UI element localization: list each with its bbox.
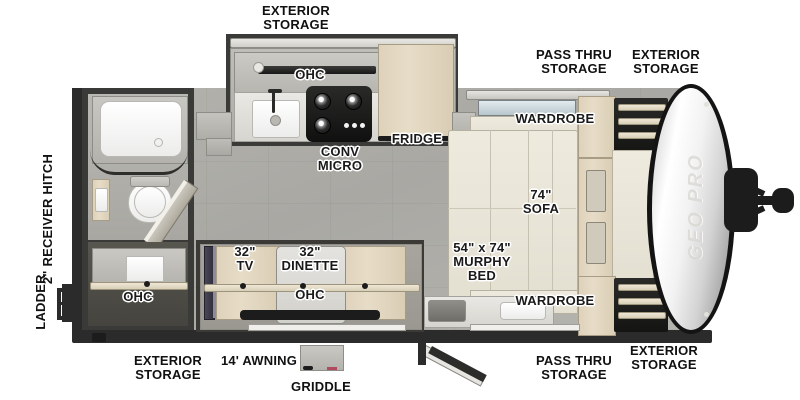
kitchen-slide-top-rail [230,38,456,48]
sink-faucet-head [268,89,282,93]
label-dinette: 32" DINETTE [281,244,339,274]
exterior-storage-bottom-right [578,276,616,336]
label-ohc-rear: OHC [123,289,153,304]
rear-cabinet-knob [144,281,150,287]
rear-overhead-cabinet [90,282,188,290]
shower-pan [100,101,182,157]
shower-curve-wall [90,150,188,175]
label-pass-thru-storage-bottom: PASS THRU STORAGE [536,353,612,383]
front-cabinet-slot [586,222,606,264]
label-wardrobe-bottom: WARDROBE [515,293,595,308]
label-ohc-dinette: OHC [295,287,325,302]
a-frame-tongue [752,196,780,205]
griddle-indicator [327,367,337,370]
sink-drain [270,115,281,126]
awning-rail-right [470,324,580,331]
fridge [378,44,454,140]
shower-drain [154,138,163,147]
front-cabinet-slot [586,170,606,212]
vanity-sink [95,188,108,212]
sink-faucet [272,91,275,113]
sofa-seam [528,130,529,302]
burner-rear-right [345,93,362,110]
chassis-bottom-rail [72,330,712,343]
label-exterior-storage-bottom-left: EXTERIOR STORAGE [133,353,203,383]
label-wardrobe-top: WARDROBE [515,111,595,126]
label-exterior-storage-top-left: EXTERIOR STORAGE [261,3,331,33]
label-griddle: GRIDDLE [291,379,351,394]
sofa-seam [490,130,491,302]
cap-marker-light [704,312,709,317]
label-fridge: FRIDGE [391,131,443,146]
cooktop-knob[interactable] [352,123,357,128]
label-exterior-storage-bottom-right: EXTERIOR STORAGE [629,343,699,373]
label-sofa: 74" SOFA [522,187,560,217]
cooktop-knob[interactable] [360,123,365,128]
exterior-storage-hatch-bottom-left [92,333,106,342]
label-pass-thru-storage-top: PASS THRU STORAGE [536,47,612,77]
dinette-overhead-cabinet [204,284,420,292]
fridge-base-trim [378,136,452,141]
kitchen-overhead-cabinet [258,66,376,74]
burner-front-left [314,117,331,134]
coupler [772,188,794,213]
label-receiver-hitch: 2" RECEIVER HITCH [39,153,55,285]
label-murphy-bed: 54" x 74" MURPHY BED [453,240,511,284]
entry-step-rail [418,343,426,365]
label-conv-micro: CONV MICRO [317,144,363,174]
label-ohc-kitchen: OHC [295,67,325,82]
murphy-bed-sofa [448,130,578,304]
dinette-bench-left [216,246,280,320]
tv-bezel [213,246,216,318]
label-tv: 32" TV [234,244,256,274]
awning-rail [248,324,406,331]
kitchen-slide-threshold-lower [206,138,232,156]
front-cap [647,84,735,334]
cooktop-knob[interactable] [344,123,349,128]
storage-shelf [618,312,666,319]
ladder-icon [57,288,74,292]
label-awning: 14' AWNING [220,353,298,368]
burner-rear-left [314,93,331,110]
ohc-knob [240,283,246,289]
label-exterior-storage-top-right: EXTERIOR STORAGE [631,47,701,77]
sofa-seam [552,130,553,302]
ladder-rung [57,316,74,320]
entry-step-lower [428,346,487,383]
window-top [478,100,576,116]
geo-pro-logo: GEO PRO [685,153,707,261]
cap-marker-light [704,102,709,107]
cabinet-light [253,62,264,73]
entry-tray [500,302,546,320]
ohc-knob [362,283,368,289]
street-side-upper-rail [466,90,610,100]
ladder-rung [57,302,74,305]
sofa-seam-h [448,208,576,209]
exterior-storage-top-right [578,96,616,158]
kitchen-slide-threshold [196,112,232,140]
griddle-knob [303,366,313,370]
ohc-knob [300,283,306,289]
rear-closet-panel [126,256,164,282]
chassis-rear-rail [72,88,82,338]
dinette-slide-floor-trim [240,310,380,320]
toilet-tank [130,176,170,187]
entry-sink [428,300,466,322]
